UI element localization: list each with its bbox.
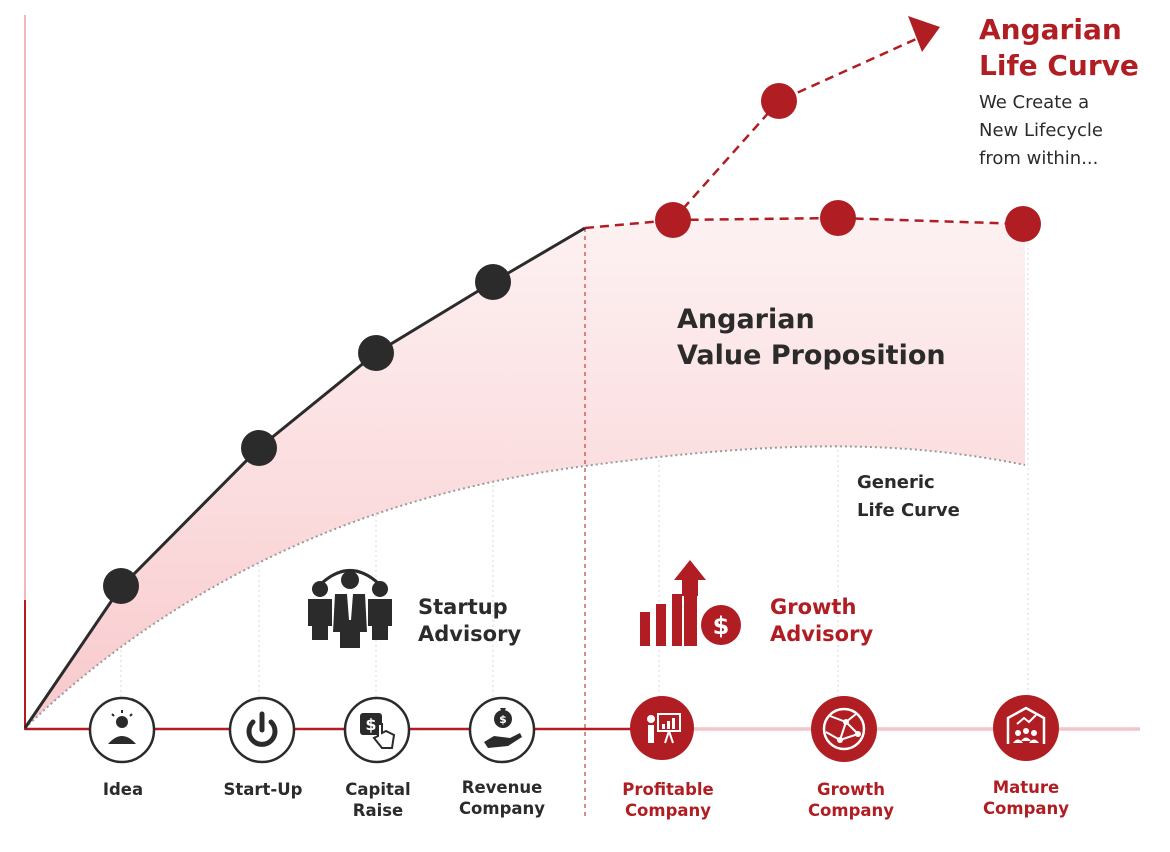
generic-line-1: Generic	[857, 472, 935, 493]
subtitle-line-3: from within...	[979, 148, 1099, 169]
stage-icon-mature-company	[993, 695, 1059, 761]
growth-advisory-line-1: Growth	[770, 595, 857, 619]
stage-label-revenue-company: Revenue Company	[458, 778, 546, 818]
stage-icon-start-up	[228, 696, 296, 764]
stage-icon-revenue-company: $	[468, 696, 536, 764]
stage-label-idea: Idea	[102, 780, 144, 799]
milestone-dot	[358, 335, 394, 371]
stage-label-mature-company: Mature Company	[982, 778, 1070, 818]
generic-plateau-dashed-line	[584, 216, 1026, 230]
stage-icon-capital-raise: $	[343, 696, 411, 764]
startup-advisory-line-2: Advisory	[418, 622, 522, 646]
stage-icon-profitable-company	[630, 696, 694, 760]
milestone-dot	[655, 202, 691, 238]
angarian-life-curve-title: Angarian Life Curve	[979, 12, 1139, 84]
milestone-dot	[820, 200, 856, 236]
subtitle-line-1: We Create a	[979, 92, 1090, 113]
growth-advisory-icon: $	[640, 560, 741, 646]
title-line-2: Life Curve	[979, 49, 1139, 82]
milestone-dot	[103, 568, 139, 604]
angarian-curve-dashed-line	[672, 33, 926, 221]
milestone-dot	[761, 83, 797, 119]
svg-text:$: $	[499, 713, 507, 726]
value-proposition-area	[25, 218, 1025, 728]
angarian-life-curve-subtitle: We Create a New Lifecycle from within...	[979, 89, 1103, 173]
startup-advisory-line-1: Startup	[418, 595, 508, 619]
value-proposition-label: Angarian Value Proposition	[677, 302, 946, 374]
growth-milestone-dots	[655, 83, 1041, 242]
generic-life-curve-label: Generic Life Curve	[857, 469, 960, 525]
subtitle-line-2: New Lifecycle	[979, 120, 1103, 141]
growth-advisory-line-2: Advisory	[770, 622, 874, 646]
generic-line-2: Life Curve	[857, 500, 960, 521]
stage-icon-idea	[88, 696, 156, 764]
svg-text:$: $	[713, 612, 730, 640]
stage-label-profitable-company: Profitable Company	[622, 780, 714, 820]
svg-text:$: $	[365, 715, 376, 734]
stage-label-start-up: Start-Up	[223, 780, 303, 799]
growth-advisory-label: Growth Advisory	[770, 594, 873, 648]
milestone-dot	[241, 430, 277, 466]
angarian-curve-arrowhead	[908, 16, 940, 52]
milestone-dot	[475, 264, 511, 300]
title-line-1: Angarian	[979, 13, 1122, 46]
value-proposition-line-2: Value Proposition	[677, 340, 946, 371]
stage-icon-growth-company	[811, 696, 877, 762]
value-proposition-line-1: Angarian	[677, 304, 815, 335]
stage-label-growth-company: Growth Company	[807, 780, 895, 820]
startup-milestone-dots	[103, 264, 511, 604]
startup-advisory-label: Startup Advisory	[418, 594, 521, 648]
startup-advisory-icon	[308, 569, 392, 648]
milestone-dot	[1005, 206, 1041, 242]
stage-label-capital-raise: Capital Raise	[345, 780, 411, 820]
